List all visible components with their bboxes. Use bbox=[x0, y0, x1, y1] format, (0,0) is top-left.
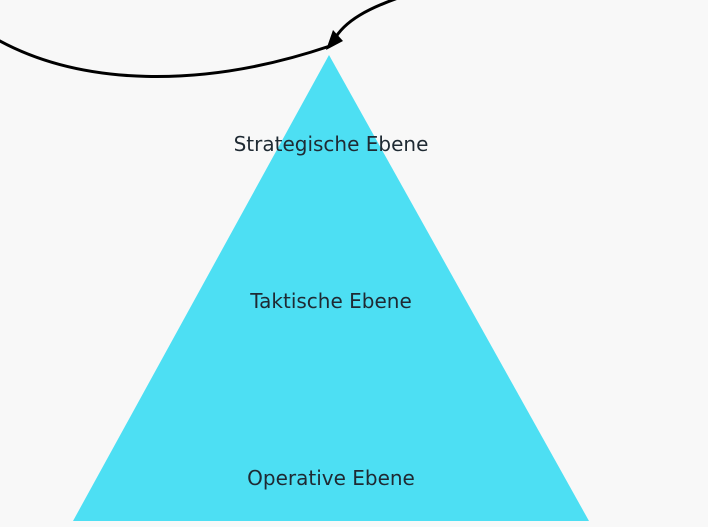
pyramid-shape[interactable] bbox=[73, 55, 589, 521]
level-tactical-label: Taktische Ebene bbox=[249, 289, 412, 313]
feedback-arrow-curve bbox=[0, 39, 332, 78]
level-strategic-label: Strategische Ebene bbox=[234, 132, 429, 156]
arrowhead-icon bbox=[326, 30, 343, 50]
level-operative-label: Operative Ebene bbox=[247, 466, 415, 490]
feedback-arrow-curve-top bbox=[332, 0, 397, 42]
